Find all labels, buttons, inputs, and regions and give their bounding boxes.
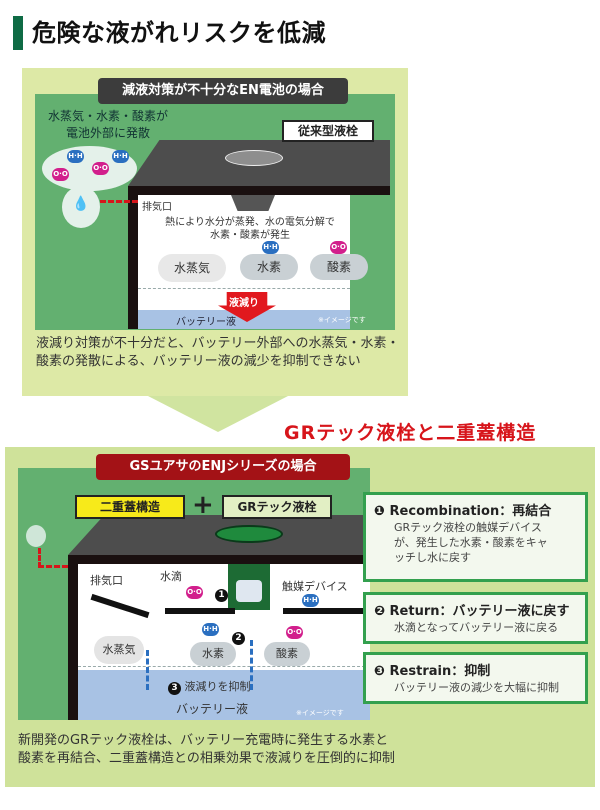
hydrogen-molecule-icon: H·H	[302, 594, 319, 607]
hydrogen-molecule-icon: H·H	[67, 150, 84, 163]
image-note: ※イメージです	[296, 709, 344, 717]
hydrogen-cloud-label: 水素	[190, 642, 236, 666]
panel-enj-label: GSユアサのENJシリーズの場合	[96, 454, 350, 480]
step-return: ❷ Return：バッテリー液に戻す 水滴となってバッテリー液に戻る	[363, 592, 588, 644]
page-title: 危険な液がれリスクを低減	[32, 19, 326, 47]
catalyst-device-label: 触媒デバイス	[282, 580, 348, 593]
hydrogen-molecule-icon: H·H	[202, 623, 219, 636]
baffle	[283, 608, 370, 614]
image-note: ※イメージです	[318, 316, 366, 324]
oxygen-molecule-icon: O·O	[52, 168, 69, 181]
gr-plug-tag: GRテック液栓	[222, 495, 332, 519]
exhaust-arrow	[38, 548, 68, 568]
battery-wall	[68, 564, 78, 720]
vapor-cloud-label: 水蒸気	[94, 636, 144, 664]
conventional-plug-tag: 従来型液栓	[282, 120, 374, 142]
battery-liquid	[78, 670, 370, 720]
panel-conventional-label: 減液対策が不十分なEN電池の場合	[98, 78, 348, 104]
oxygen-molecule-icon: O·O	[92, 162, 109, 175]
catalyst-device-icon	[236, 580, 262, 602]
section-title: GRテック液栓と二重蓋構造	[284, 422, 537, 444]
gr-plug-cap	[215, 525, 283, 543]
battery-lid-edge	[128, 186, 390, 195]
step-1-marker: 1	[215, 589, 228, 602]
water-return-arrow	[146, 650, 149, 690]
oxygen-molecule-icon: O·O	[286, 626, 303, 639]
oxygen-cloud-label: 酸素	[264, 642, 310, 666]
water-drop-icon: 💧	[72, 196, 90, 212]
plus-icon: +	[192, 490, 214, 520]
conventional-plug-cap	[225, 150, 283, 166]
battery-interior	[138, 195, 350, 310]
transition-arrow	[148, 396, 288, 432]
baffle	[165, 608, 235, 614]
liquid-level-line	[78, 666, 370, 667]
liquid-decrease-label: 液減り	[229, 298, 259, 309]
liquid-level-line	[138, 288, 350, 289]
plug-body	[231, 195, 275, 211]
double-lid-tag: 二重蓋構造	[75, 495, 185, 519]
oxygen-molecule-icon: O·O	[186, 586, 203, 599]
heat-explanation: 熱により水分が蒸発、水の電気分解で 水素・酸素が発生	[165, 217, 335, 241]
exhaust-arrow	[100, 200, 138, 203]
battery-lid-edge	[68, 555, 370, 564]
oxygen-molecule-icon: O·O	[330, 241, 347, 254]
step-recombination: ❶ Recombination：再結合 GRテック液栓の触媒デバイス が、発生し…	[363, 492, 588, 582]
vapor-cloud-label: 水蒸気	[158, 254, 226, 282]
hydrogen-molecule-icon: H·H	[262, 241, 279, 254]
step-3-marker: 3	[168, 682, 181, 695]
hydrogen-cloud-label: 水素	[240, 254, 298, 280]
panel-conventional-description: 液減り対策が不十分だと、バッテリー外部への水蒸気・水素・ 酸素の発散による、バッ…	[36, 336, 400, 369]
battery-liquid-label: バッテリー液	[176, 317, 236, 328]
step-restrain: ❸ Restrain：抑制 バッテリー液の減少を大幅に抑制	[363, 652, 588, 704]
suppress-label: 3 液減りを抑制	[168, 678, 251, 695]
step-2-marker: 2	[232, 632, 245, 645]
exhaust-label: 排気口	[90, 574, 123, 587]
panel-enj-description: 新開発のGRテック液栓は、バッテリー充電時に発生する水素と 酸素を再結合、二重蓋…	[18, 733, 395, 766]
battery-liquid-label: バッテリー液	[176, 702, 249, 716]
water-drops-label: 水滴	[160, 570, 182, 583]
battery-wall	[128, 195, 138, 329]
hydrogen-molecule-icon: H·H	[112, 150, 129, 163]
oxygen-cloud-label: 酸素	[310, 254, 368, 280]
vapor-dispersal-text: 水蒸気・水素・酸素が 電池外部に発散	[48, 109, 169, 140]
header-accent-bar	[13, 16, 23, 50]
vapor-escape-icon	[26, 525, 46, 547]
exhaust-label: 排気口	[142, 202, 172, 213]
water-return-arrow	[250, 640, 253, 690]
vapor-cloud	[62, 186, 100, 228]
